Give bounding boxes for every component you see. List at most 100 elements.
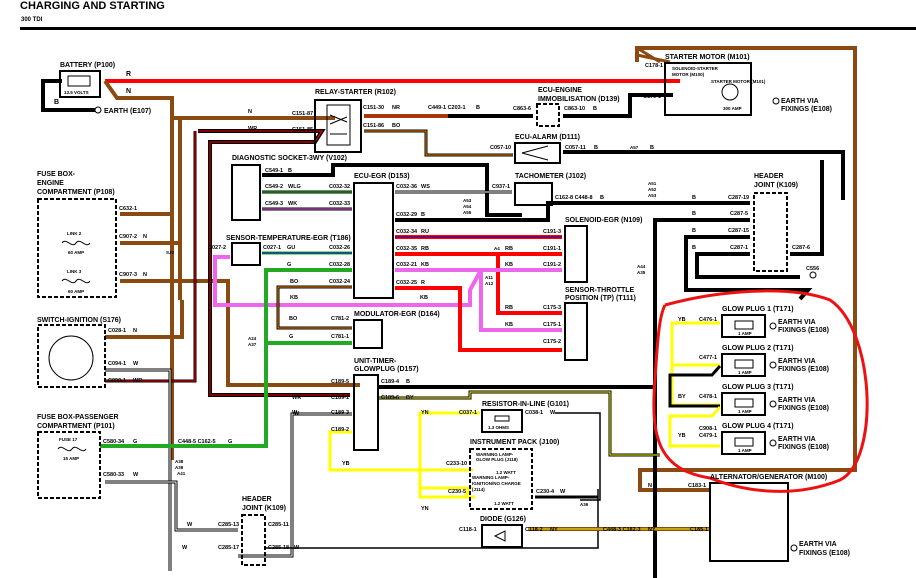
fuse17-amp: 15 AMP [63,456,79,461]
lamp1-watt: 1.2 WATT [496,470,516,475]
glow-plug-4-rating: 1 AMP [738,448,752,453]
splice-a11: A11 [485,275,494,280]
splice-a37: A37 [248,342,257,347]
conn-c287-1: C287-1 [730,245,748,251]
splice-a12: A12 [485,281,494,286]
glow-plug-1-box [721,314,766,338]
conn-c937-1: C937-1 [492,184,510,190]
conn-c189-4: C189-4 [381,379,400,385]
wire-label-gu: GU [287,245,295,251]
link2-label: LINK 2 [67,231,82,236]
modulator-egr-box [353,319,383,349]
alternator-earth2: FIXINGS (E108) [799,550,850,557]
glow-plug-2-rating: 1 AMP [738,370,752,375]
solenoid-egr-name: SOLENOID-EGR (N109) [565,217,642,224]
conn-c233-10: C233-10 [446,461,467,467]
relay-starter-name: RELAY-STARTER (R102) [315,89,396,96]
wire-glow-yb [670,321,720,407]
diag-socket-box [231,164,261,221]
starter-solenoid-1: SOLENOID-STARTER [672,66,719,71]
glow-plug-4-earth1: EARTH VIA [778,436,816,443]
wire-battery-earth [41,79,95,112]
wire-w-ign [105,368,172,571]
ecu-alarm-box [514,142,561,164]
fusebox-engine-name2: ENGINE [37,180,64,187]
header-joint-top-2: JOINT (K109) [754,182,798,189]
battery-cell-icon [67,75,91,87]
wire-label-w-580: W [133,472,139,478]
fusebox-engine-box [37,198,117,298]
wire-label-yn-230: YN [421,506,429,512]
diode-box [481,524,523,548]
glow-plug-1-element-icon [734,320,754,330]
c556-earth-icon [809,271,817,279]
conn-c032-25: C032-25 [396,280,417,286]
header-rule [20,27,916,30]
wire-label-kb-mid: KB [420,295,428,301]
earth-gp4-icon [769,439,777,447]
conn-c863-10: C863-10 [564,106,585,112]
splice-a52: A52 [648,187,657,192]
wire-label-w-top: W [294,411,300,417]
conn-c479-1: C479-1 [699,433,717,439]
sensor-throttle-name2: POSITION (TP) (T111) [565,295,636,302]
component-internals [57,75,817,552]
wire-alarm-b [563,150,845,200]
wire-label-yb-gp4: YB [678,433,686,439]
instrument-pack-name: INSTRUMENT PACK (J100) [470,439,559,446]
wire-by-y [378,391,660,456]
wire-label-bo-781: BO [289,316,298,322]
splice-a24: A24 [248,336,257,341]
battery-box [59,70,101,98]
conn-c032-21: C032-21 [396,262,417,268]
battery-rating: 13.5 VOLTS [64,90,89,95]
fuse17-icon [57,446,87,452]
glow-plug-2-earth2: FIXINGS (E108) [778,366,829,373]
starter-solenoid-2: MOTOR (M100) [672,72,705,77]
wire-label-ws: WS [421,184,430,190]
ecu-immob-name2: IMMOBILISATION (D139) [538,96,620,103]
wire-w-res [555,412,601,501]
conn-c230-4: C230-4 [536,489,555,495]
conn-c027-1: C027-1 [263,245,281,251]
battery-earth-label: EARTH (E107) [104,108,151,115]
diag-socket-name: DIAGNOSTIC SOCKET-3WY (V102) [232,155,347,162]
conn-c285-13: C285-13 [218,522,239,528]
splice-a38: A38 [175,459,184,464]
splice-a57: A57 [630,145,639,150]
wire-relay-bo-o [364,130,513,156]
wire-label-b-189: B [406,379,410,385]
alternator-name: ALTERNATOR/GENERATOR (M100) [710,474,827,481]
conn-c285-17: C285-17 [218,545,239,551]
starter-earth-1: EARTH VIA [781,98,819,105]
wire-g [100,268,352,448]
conn-c032-26: C032-26 [329,245,350,251]
wire-label-w-285-13: W [187,522,193,528]
splice-a44: A44 [637,264,646,269]
wire-bo-o [277,286,352,329]
conn-c549-3: C549-3 [265,201,283,207]
wire-glow-yb2 [668,406,722,448]
splice-sj2: SJ2 [166,250,175,255]
wire-label-r-025: R [421,280,425,286]
wire-label-wk: WK [288,201,297,207]
conn-c151-87: C151-87 [292,111,313,117]
conn-c151-86: C151-86 [363,123,384,129]
splice-a36: A36 [580,502,589,507]
wire-ecu-b [395,201,750,222]
conn-c175-2: C175-2 [543,339,561,345]
starter-earth-2: FIXINGS (E108) [781,106,832,113]
fuse-link2-icon [61,240,91,246]
wire-w-285-18 [265,489,599,549]
tachometer-box [514,182,553,206]
wire-b-287-6 [790,160,824,256]
glow-plug-3-element-icon [734,398,754,408]
resistor-box [481,409,523,433]
glow-plug-2-element-icon [734,359,754,369]
conn-c162-8: C162-8 C448-8 [555,195,593,201]
ecu-immob-name1: ECU-ENGINE [538,87,582,94]
wire-label-n-alt: N [648,483,652,489]
starter-motor-box [664,62,752,116]
conn-c032-33: C032-33 [329,201,350,207]
header-joint-bottom-1: HEADER [242,496,272,503]
